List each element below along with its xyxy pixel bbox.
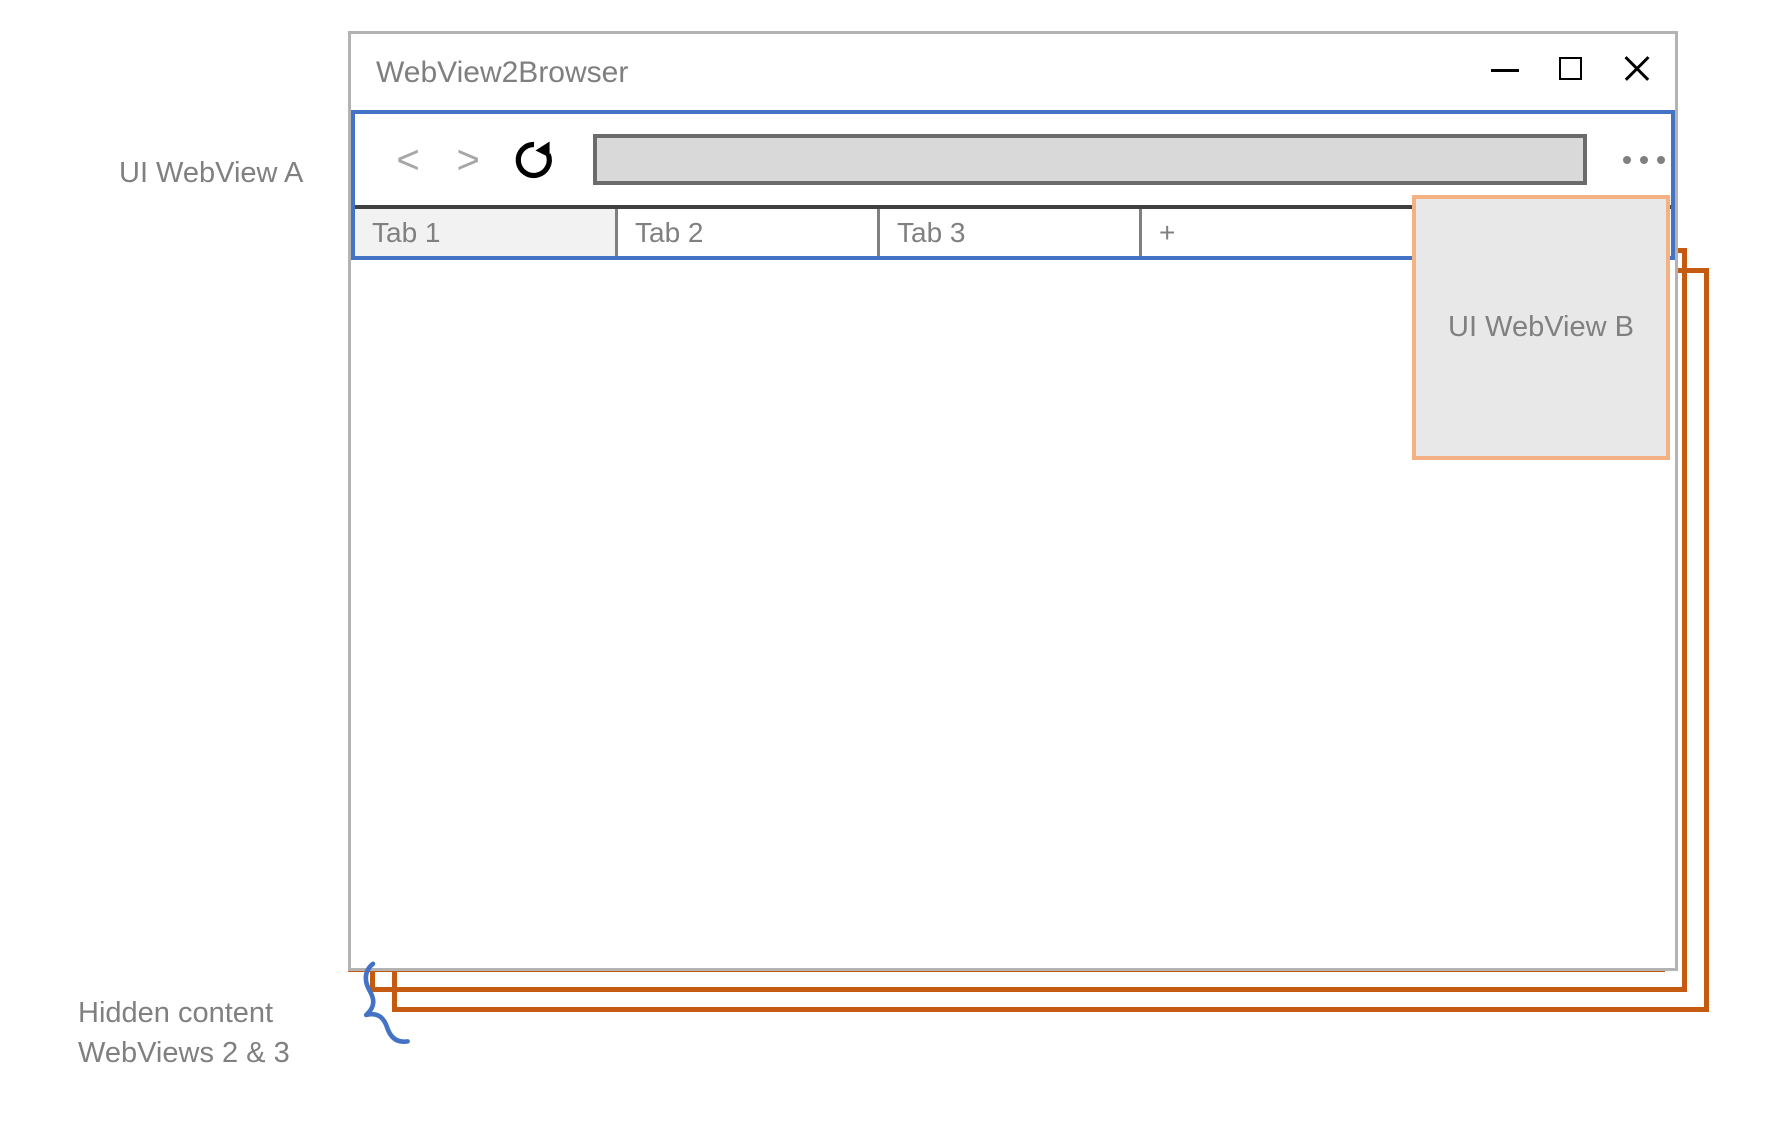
tab-strip: Tab 1 Tab 2 Tab 3 + — [355, 205, 1671, 256]
more-options-icon[interactable] — [1617, 140, 1671, 180]
window-controls — [1489, 52, 1653, 84]
title-bar: WebView2Browser — [351, 34, 1675, 113]
new-tab-button[interactable]: + — [1142, 209, 1377, 256]
back-icon[interactable]: < — [396, 137, 420, 182]
page-title: WebView2Browser — [376, 56, 629, 89]
ui-webview-b-label: UI WebView B — [1448, 311, 1634, 343]
reload-icon[interactable] — [509, 134, 559, 186]
maximize-icon[interactable] — [1555, 52, 1587, 84]
app-window: WebView2Browser < > Ta — [348, 31, 1678, 971]
brace-icon — [363, 961, 410, 1044]
dot — [1640, 155, 1649, 164]
tab-1[interactable]: Tab 1 — [355, 209, 618, 256]
hidden-content-label: Hidden content WebViews 2 & 3 — [78, 997, 290, 1070]
dot — [1623, 155, 1632, 164]
address-input[interactable] — [593, 134, 1588, 185]
browser-toolbar: < > — [355, 114, 1671, 205]
close-icon[interactable] — [1621, 52, 1653, 84]
ui-webview-b-region: UI WebView B — [1412, 195, 1670, 460]
dot — [1657, 155, 1666, 164]
tab-3[interactable]: Tab 3 — [880, 209, 1142, 256]
tab-2[interactable]: Tab 2 — [618, 209, 880, 256]
minimize-icon[interactable] — [1489, 52, 1521, 84]
ui-webview-a-label: UI WebView A — [119, 157, 304, 189]
forward-icon[interactable]: > — [456, 137, 480, 182]
